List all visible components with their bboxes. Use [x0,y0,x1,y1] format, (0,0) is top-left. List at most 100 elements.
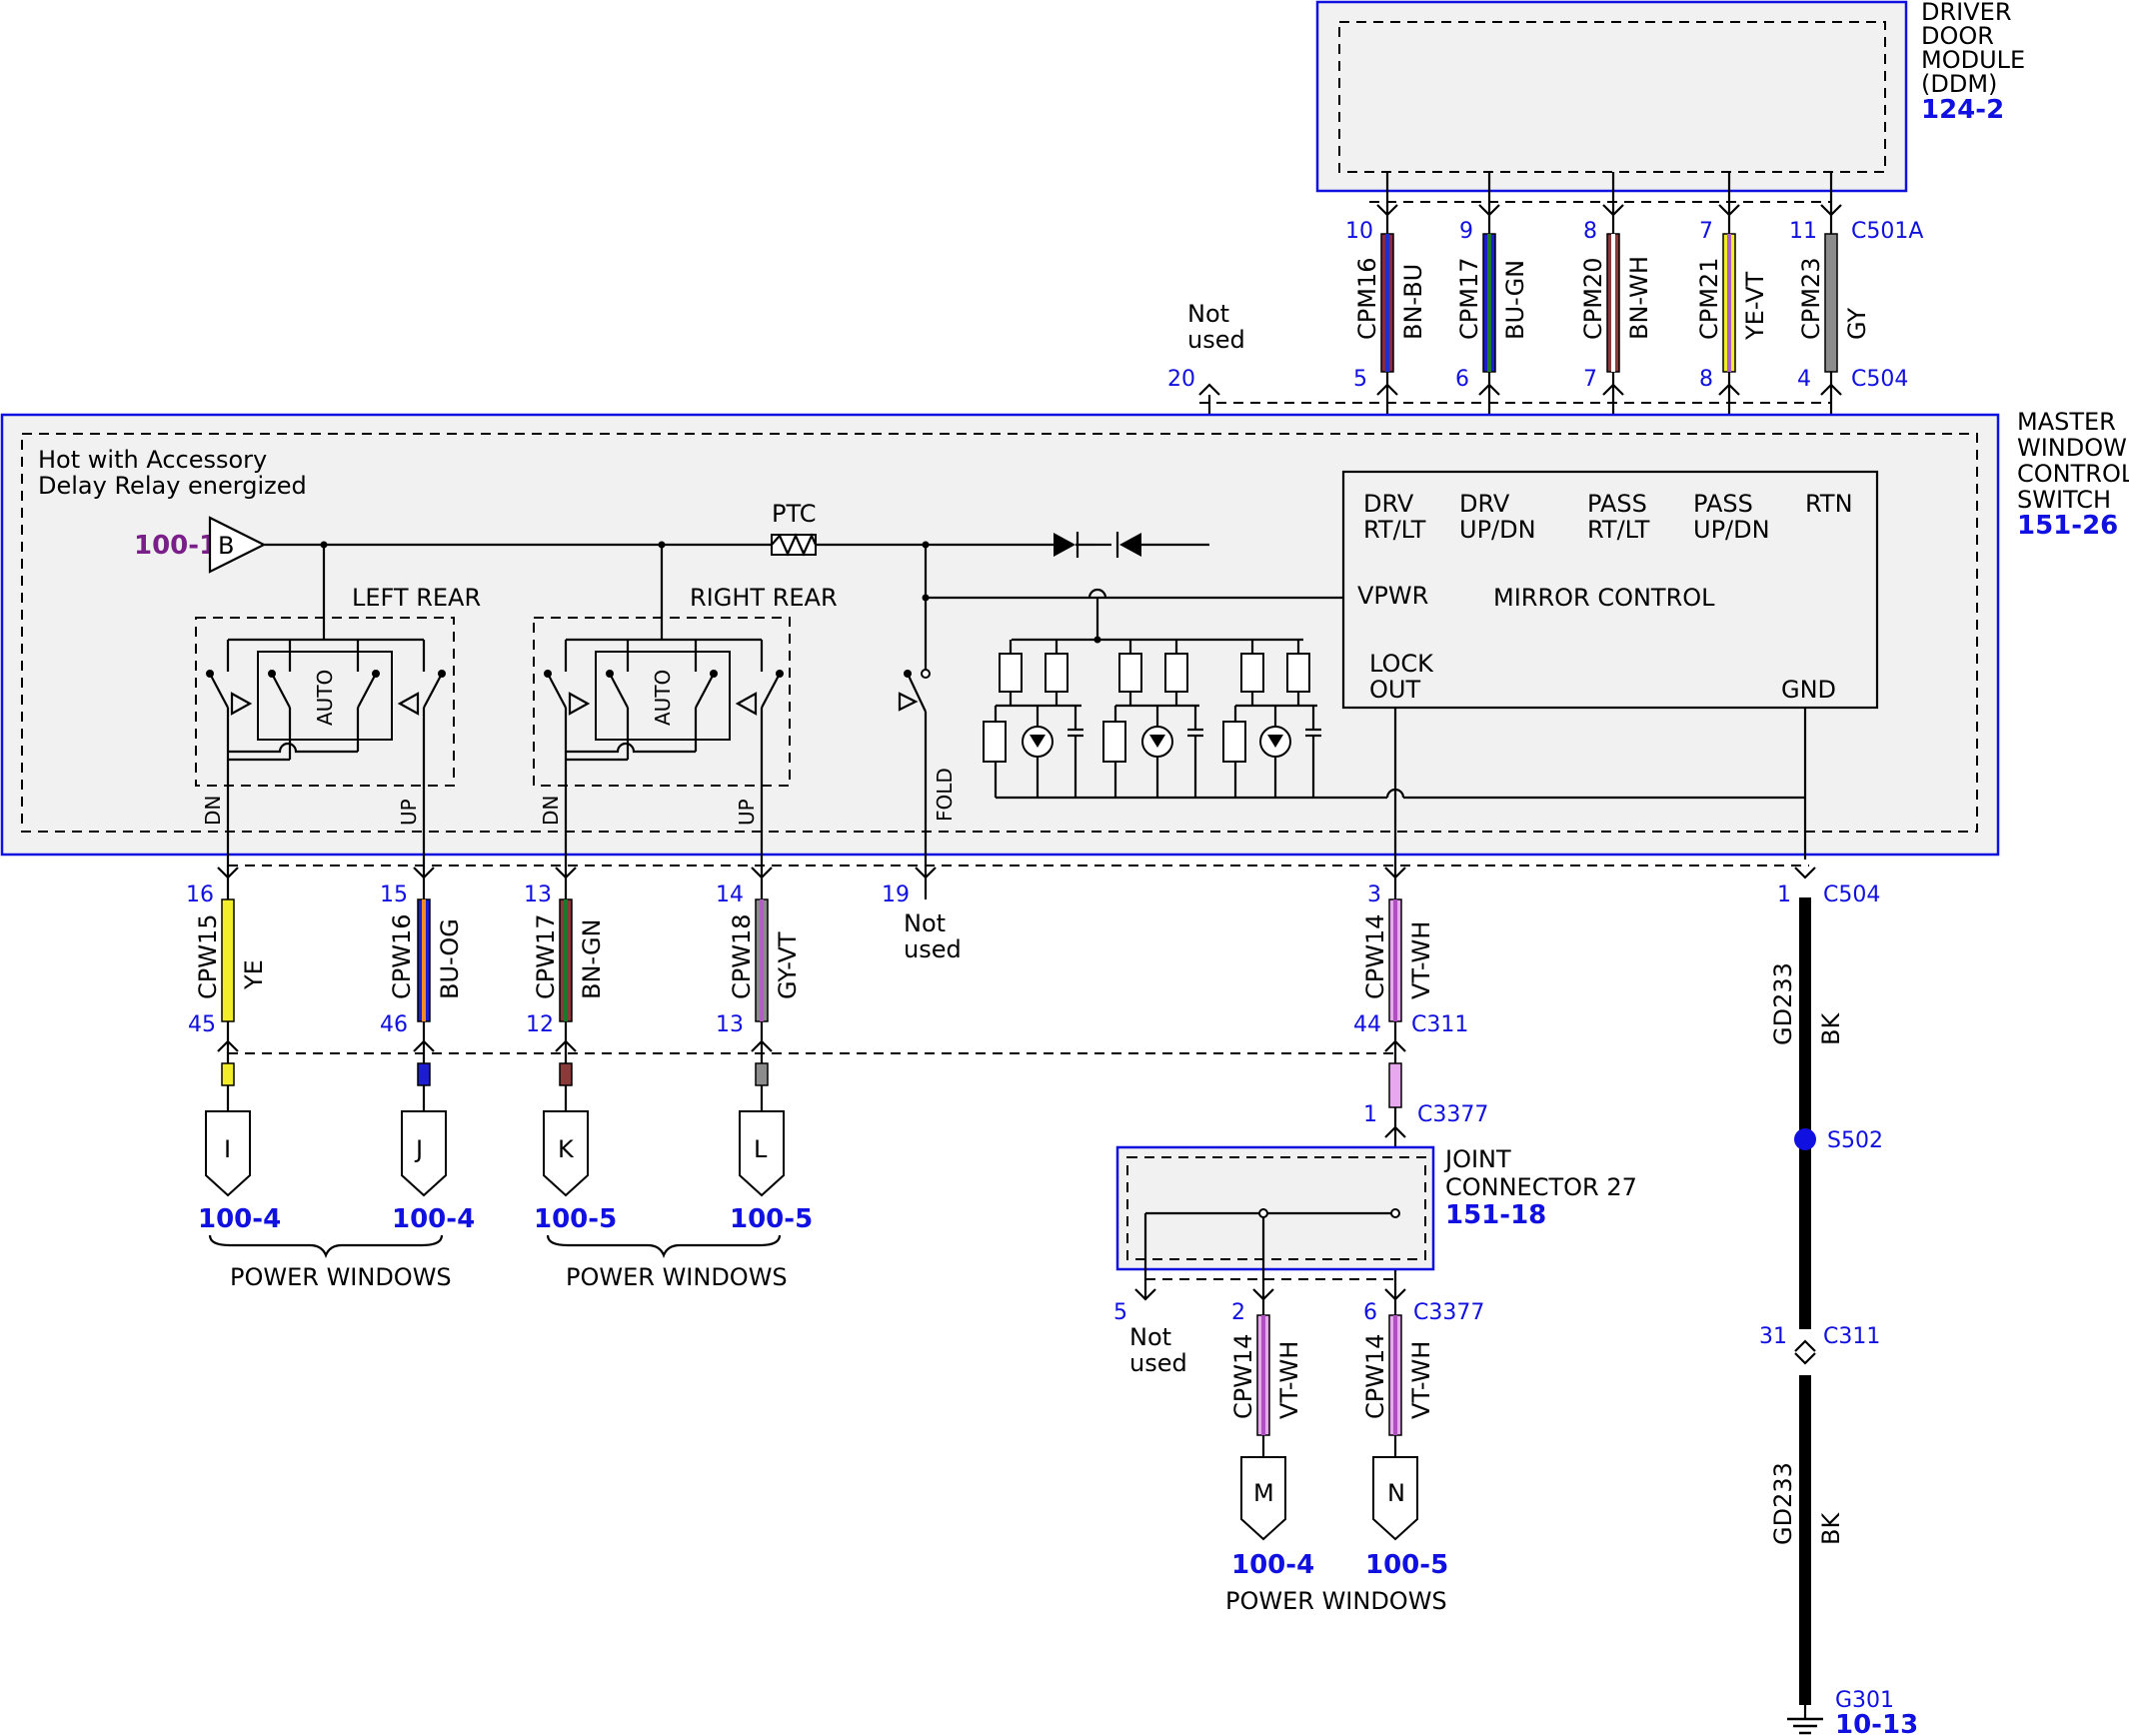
mirror-pin-3-line2: RT/LT [1587,516,1650,544]
master-name-3: CONTROL [2017,460,2129,488]
joint-out-pin: 2 [1231,1300,1245,1325]
lower-circuit: CPW15 [194,914,222,1000]
ddm-wire-cpm17[interactable]: 9 6 CPM17 BU-GN [1455,172,1529,460]
right-rear-auto: AUTO [651,670,675,726]
ddm-pin-bottom: 8 [1699,367,1713,392]
ptc-component: PTC [771,500,818,557]
lower-ref-link[interactable]: 100-5 [730,1204,813,1234]
ddm-wire-cpm23[interactable]: 11 4 CPM23 GY [1789,172,1871,472]
joint-out-ref[interactable]: 100-4 [1231,1550,1314,1580]
mirror-pin-4-line1: PASS [1693,490,1753,518]
power-ref-link[interactable]: 100-1 [134,531,217,561]
hot-text-1: Hot with Accessory [38,446,267,474]
lower-wire-cpw15[interactable]: 16 45 CPW15 YE I 100-4 [186,860,281,1234]
joint-in-pin: 1 [1363,1102,1377,1127]
joint-out-connector: C3377 [1413,1300,1484,1325]
lower-circuit: CPW18 [728,914,756,1000]
mirror-pin-1-line2: RT/LT [1363,516,1426,544]
ddm-box [1315,0,1908,193]
joint-in-connector: C3377 [1417,1102,1488,1127]
lower-pin-top: 13 [524,882,552,907]
lock-c311-label: C311 [1411,1012,1468,1037]
connector-letter: M [1253,1479,1274,1507]
fold-label: FOLD [933,768,957,822]
lower-pin-bottom: 13 [716,1012,744,1037]
diode-right [1115,532,1159,558]
mirror-pin-2-line1: DRV [1459,490,1510,518]
connector-letter-shape [1240,1456,1286,1541]
lower-pin-top: 15 [380,882,408,907]
ddm-pin-top: 8 [1583,219,1597,244]
ground-circuit-lower: GD233 [1769,1462,1797,1545]
left-rear-dn: DN [201,796,225,826]
ddm-wire-cpm21[interactable]: 7 8 CPM21 YE-VT [1695,172,1769,472]
ddm-wire-cpm16[interactable]: 10 5 CPM16 BN-BU [1345,172,1427,460]
ground-c504-label: C504 [1823,882,1880,907]
lower-wire-cpw17[interactable]: 13 12 CPW17 BN-GN K 100-5 [524,860,617,1234]
ground-ref-link[interactable]: 10-13 [1835,1710,1918,1736]
lock-pin-bottom: 44 [1353,1012,1381,1037]
lower-ref-link[interactable]: 100-4 [392,1204,475,1234]
c501a-label: C501A [1851,219,1923,244]
connector-letter-shape [205,1110,251,1197]
joint-connector-27: JOINT CONNECTOR 27 151-18 [1115,1145,1637,1299]
lower-ref-link[interactable]: 100-5 [534,1204,617,1234]
hot-text-2: Delay Relay energized [38,472,307,500]
master-name-2: WINDOW [2017,434,2127,462]
connector-letter: L [754,1135,768,1163]
joint-output-n[interactable]: 6 C3377 CPW14 VT-WH N 100-5 [1361,1288,1484,1580]
ground-color-upper: BK [1817,1012,1845,1045]
right-rear-up: UP [735,799,759,826]
wire-stub [559,1062,573,1086]
lower-circuit: CPW17 [532,914,560,1000]
pin-20-label: 20 [1167,367,1195,392]
connector-letter-shape [1372,1456,1418,1541]
ddm-pin-bottom: 7 [1583,367,1597,392]
ground-wire[interactable]: 1 C504 GD233 BK S502 31 C311 GD233 BK G3… [1759,708,1918,1736]
lower-ref-link[interactable]: 100-4 [198,1204,281,1234]
ddm-pin-bottom: 4 [1797,367,1811,392]
joint-output-m[interactable]: 2 CPW14 VT-WH M 100-4 [1229,1288,1314,1580]
lower-wire-cpw18[interactable]: 14 13 CPW18 GY-VT L 100-5 [716,860,813,1234]
joint-out-ref[interactable]: 100-5 [1365,1550,1448,1580]
brace-right [546,1234,782,1258]
ground-pin-top: 1 [1777,882,1791,907]
wire-segment [221,898,235,1022]
not-used-text-2: used [1187,326,1245,354]
vpwr-label: VPWR [1357,582,1428,610]
fold-switch: FOLD [898,545,1343,860]
master-switch-component: MASTER WINDOW CONTROL SWITCH 151-26 Hot … [0,408,2129,860]
ddm-name-1: DRIVER [1921,0,2012,26]
connector-letter: J [414,1135,423,1163]
master-name-1: MASTER [2017,408,2116,436]
ddm-circuit: CPM23 [1797,258,1825,340]
ground-point-label: G301 [1835,1688,1894,1713]
ground-color-lower: BK [1817,1512,1845,1545]
connector-letter: N [1387,1479,1405,1507]
diode-left [1054,532,1095,558]
ddm-pin-bottom: 5 [1353,367,1367,392]
mirror-pin-3-line1: PASS [1587,490,1647,518]
power-input-triangle [208,516,267,574]
joint-not-used-1: Not [1129,1323,1171,1351]
ground-c311-label: C311 [1823,1324,1880,1349]
wire-stub [417,1062,431,1086]
master-ref-link[interactable]: 151-26 [2017,511,2118,541]
lower-pin-bottom: 45 [188,1012,216,1037]
lower-wire-cpw16[interactable]: 15 46 CPW16 BU-OG J 100-4 [380,860,475,1234]
ddm-pin-top: 10 [1345,219,1373,244]
splice-label: S502 [1827,1128,1883,1153]
ddm-ref-link[interactable]: 124-2 [1921,95,2004,125]
c504-top-label: C504 [1851,367,1908,392]
ddm-pin-bottom: 6 [1455,367,1469,392]
not-used-pin-20: 20 Not used [1167,300,1245,546]
lock-pin-top: 3 [1367,882,1381,907]
gnd-label: GND [1781,676,1836,704]
ddm-color-code: YE-VT [1741,272,1769,341]
ddm-pin-top: 9 [1459,219,1473,244]
ddm-color-code: BN-BU [1399,264,1427,340]
ground-pin-c311: 31 [1759,1324,1787,1349]
joint-ref-link[interactable]: 151-18 [1445,1200,1546,1230]
lock-color-code: VT-WH [1407,921,1435,999]
